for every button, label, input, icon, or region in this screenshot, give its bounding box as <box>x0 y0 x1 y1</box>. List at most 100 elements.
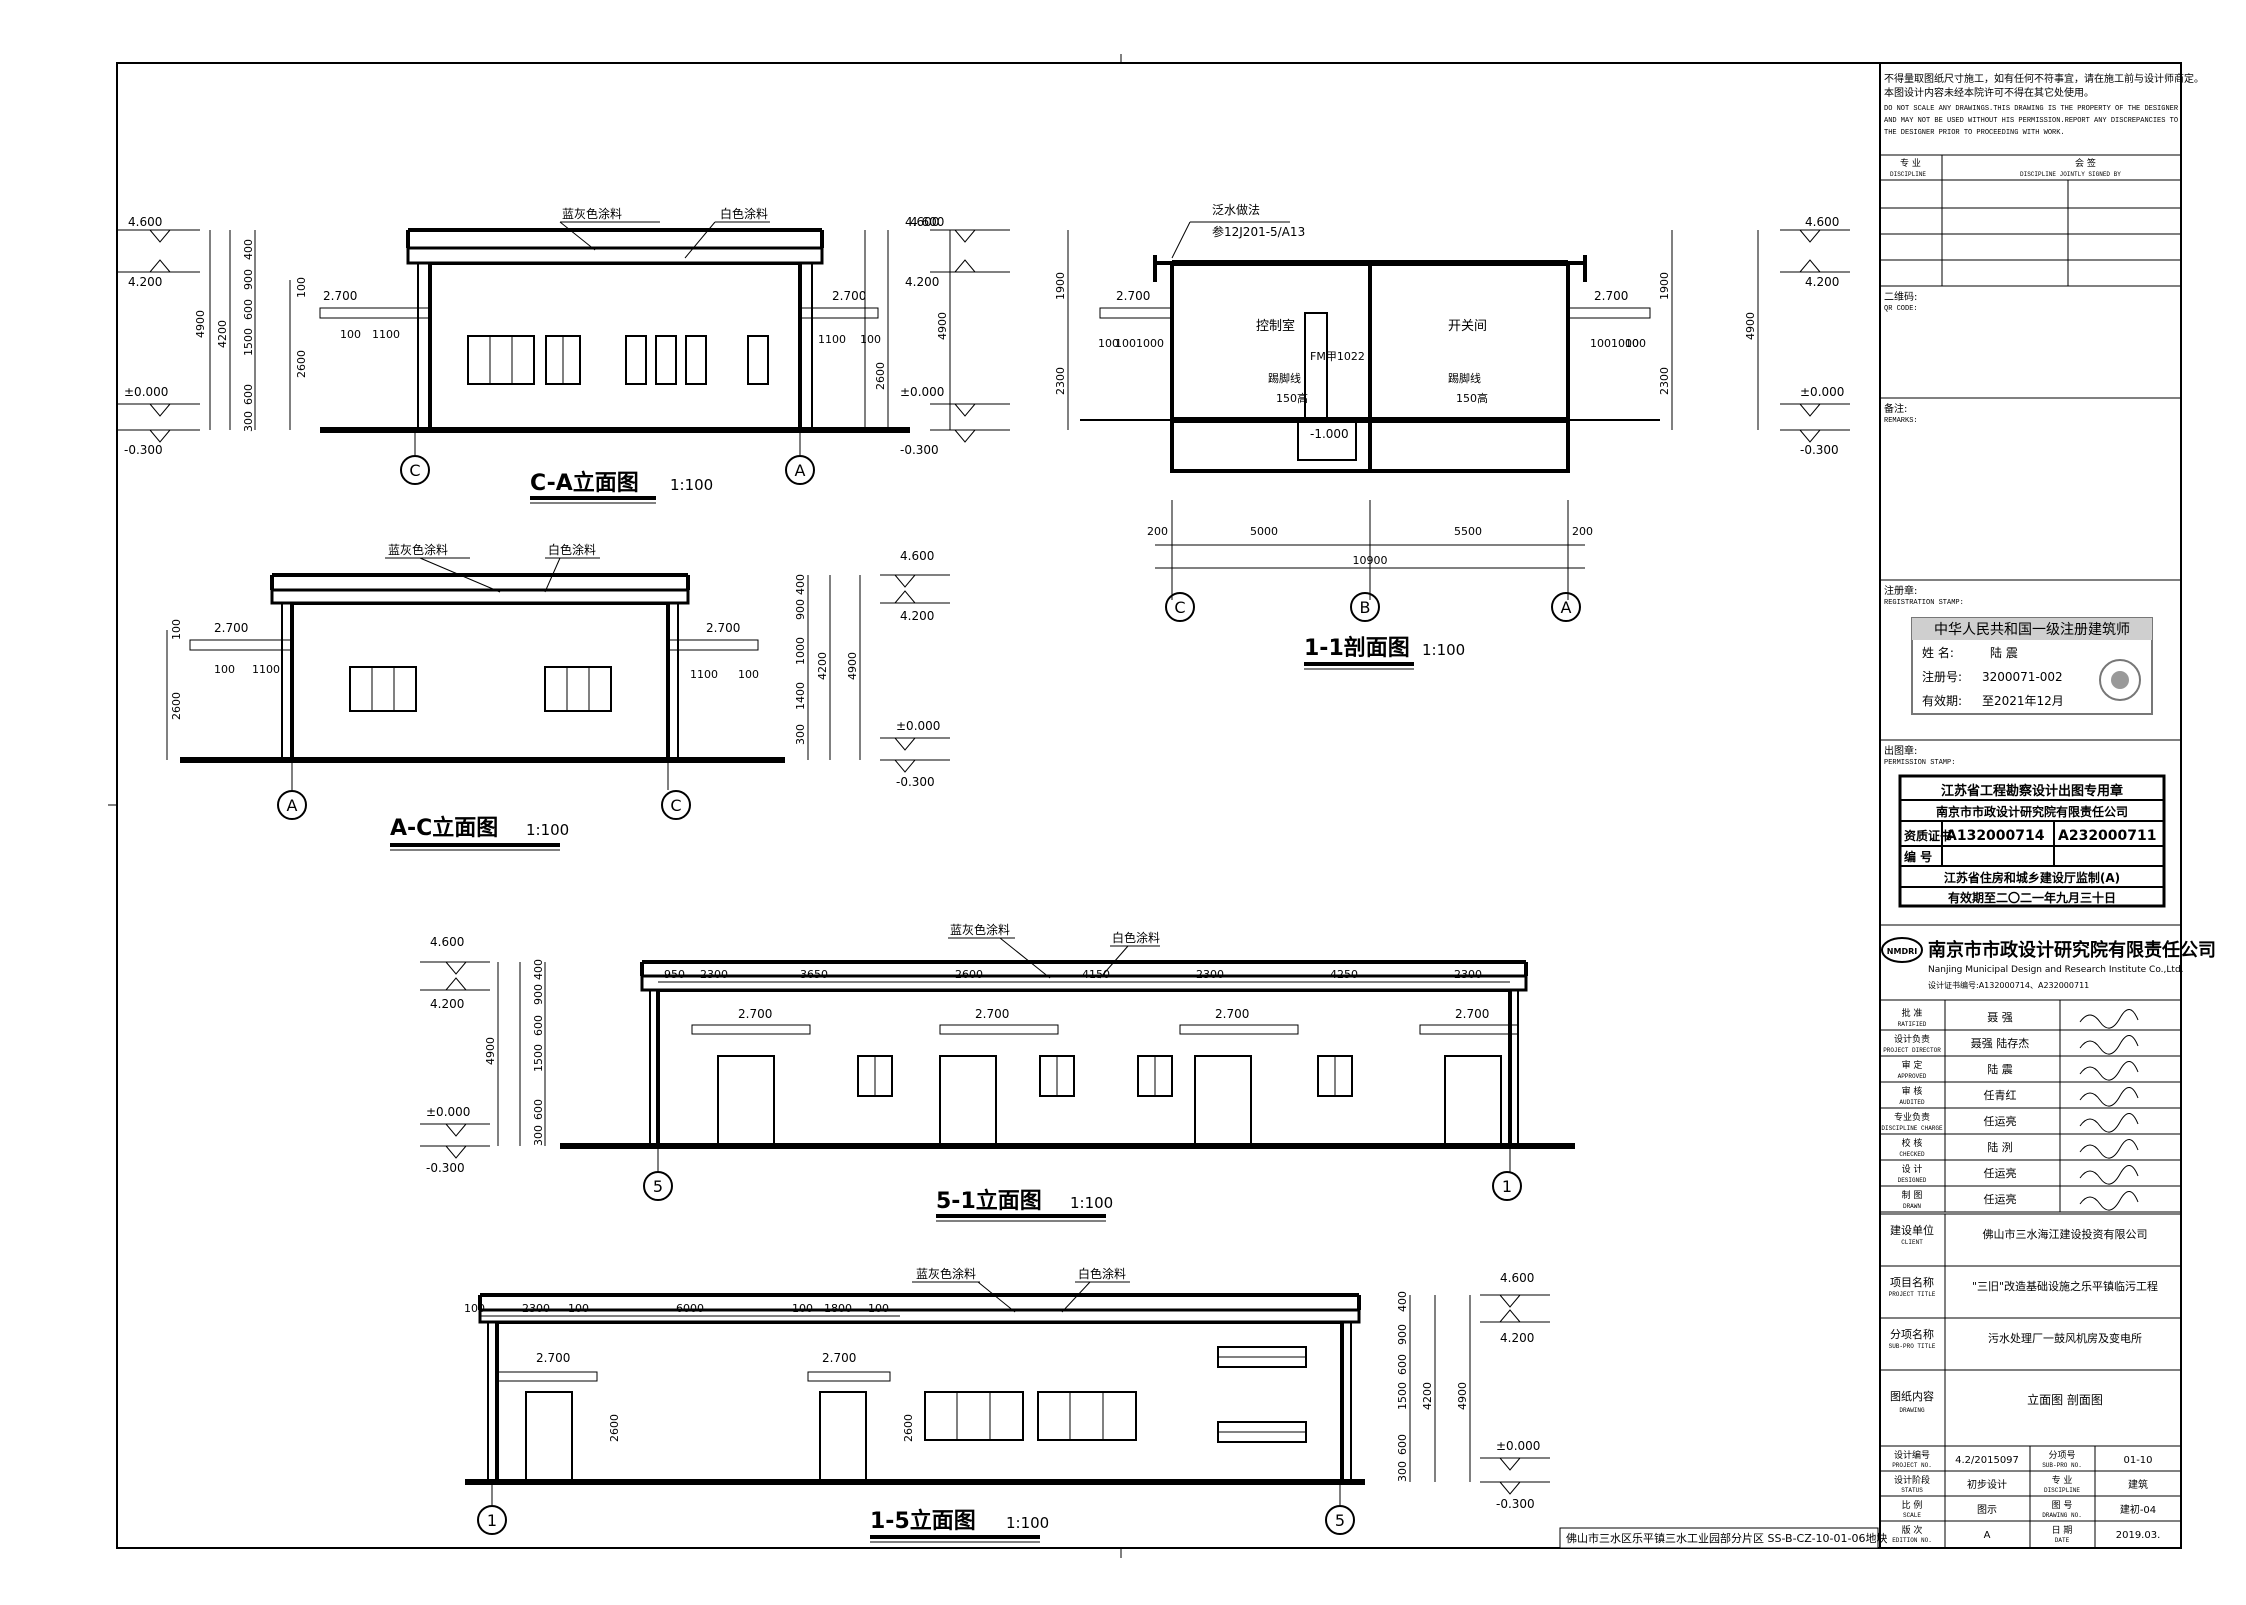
role-cn: 设计负责 <box>1894 1033 1930 1045</box>
svg-text:2.700: 2.700 <box>738 1007 772 1021</box>
role-en: APPROVED <box>1898 1073 1927 1080</box>
axis-bubble <box>1350 592 1380 622</box>
e51-axis-right: 1 <box>1502 1177 1512 1196</box>
svg-text:100: 100 <box>738 668 759 681</box>
axis-bubble <box>400 455 430 485</box>
svg-text:2300: 2300 <box>1658 367 1671 395</box>
svg-text:4.600: 4.600 <box>900 549 934 563</box>
permission-stamp: 江苏省工程勘察设计出图专用章 南京市市政设计研究院有限责任公司 资质证书 A13… <box>1898 774 2166 908</box>
svg-text:1001000: 1001000 <box>1115 337 1164 350</box>
footer-path: 佛山市三水区乐平镇三水工业园部分片区 SS-B-CZ-10-01-06地块 <box>1566 1531 1887 1545</box>
reg-no: 3200071-002 <box>1982 670 2063 684</box>
svg-text:2600: 2600 <box>295 350 308 378</box>
svg-text:±0.000: ±0.000 <box>426 1105 470 1119</box>
view-section-1-1: 控制室 开关间 FM甲1022 踢脚线 150高 踢脚线 150高 -1.000… <box>910 202 1850 670</box>
svg-text:4150: 4150 <box>1082 968 1110 981</box>
client-value: 佛山市三水海江建设投资有限公司 <box>1983 1227 2148 1241</box>
e51-material-blue: 蓝灰色涂料 <box>950 922 1010 937</box>
svg-text:400: 400 <box>794 574 807 595</box>
e51-canopies <box>691 1024 1519 1035</box>
svg-text:5000: 5000 <box>1250 525 1278 538</box>
scale: 图示 <box>1977 1504 1997 1516</box>
registration-en: REGISTRATION STAMP: <box>1884 599 1964 607</box>
ca-axis-right: A <box>795 461 806 480</box>
ca-scale: 1:100 <box>670 476 713 494</box>
remarks-en: REMARKS: <box>1884 417 1918 425</box>
svg-text:200: 200 <box>1147 525 1168 538</box>
role-name: 任运亮 <box>1984 1192 2017 1206</box>
svg-text:1500: 1500 <box>532 1044 545 1072</box>
ac-material-blue: 蓝灰色涂料 <box>388 542 448 557</box>
sub-no-en: SUB-PRO NO. <box>2042 1462 2082 1469</box>
svg-text:600: 600 <box>532 1099 545 1120</box>
ca-canopy-right: 2.700 <box>832 289 866 303</box>
axis-bubble <box>661 790 691 820</box>
drawing-no: 建初-04 <box>2120 1503 2156 1516</box>
perm-cert2: A232000711 <box>2058 828 2157 844</box>
svg-text:2600: 2600 <box>170 692 183 720</box>
signature-mark <box>2079 1061 2139 1081</box>
registration-cn: 注册章: <box>1884 584 1917 597</box>
section-scale: 1:100 <box>1422 641 1465 659</box>
svg-text:600: 600 <box>1396 1354 1409 1375</box>
svg-text:4900: 4900 <box>1456 1382 1469 1410</box>
svg-text:4.600: 4.600 <box>1500 1271 1534 1285</box>
svg-text:2.700: 2.700 <box>536 1351 570 1365</box>
client-en: CLIENT <box>1901 1239 1923 1246</box>
section-room2: 开关间 <box>1448 319 1487 334</box>
ac-title: A-C立面图 <box>390 815 498 841</box>
svg-text:100: 100 <box>1098 337 1119 350</box>
svg-text:4.600: 4.600 <box>430 935 464 949</box>
scale-en: SCALE <box>1903 1512 1921 1519</box>
e15-title: 1-5立面图 <box>870 1508 976 1534</box>
svg-text:100: 100 <box>860 333 881 346</box>
svg-text:4900: 4900 <box>1744 312 1757 340</box>
svg-text:6000: 6000 <box>676 1302 704 1315</box>
svg-text:400: 400 <box>532 959 545 980</box>
signature-mark <box>2079 1035 2139 1055</box>
svg-text:5500: 5500 <box>1454 525 1482 538</box>
e15-door <box>525 1391 573 1483</box>
svg-text:1500: 1500 <box>242 328 255 356</box>
svg-text:2.700: 2.700 <box>706 621 740 635</box>
e51-scale: 1:100 <box>1070 1194 1113 1212</box>
drawing-no-en: DRAWING NO. <box>2042 1512 2082 1519</box>
date-label: 日 期 <box>2052 1525 2073 1536</box>
signature-mark <box>2079 1087 2139 1107</box>
section-waterproof-ref: 参12J201-5/A13 <box>1212 224 1305 239</box>
perm-issuer: 江苏省住房和城乡建设厅监制(A) <box>1944 870 2120 885</box>
svg-text:4.200: 4.200 <box>1805 275 1839 289</box>
note-cn2: 本图设计内容未经本院许可不得在其它处使用。 <box>1884 86 2094 99</box>
svg-text:950: 950 <box>664 968 685 981</box>
edition: A <box>1984 1530 1991 1541</box>
role-name: 聂强 陆存杰 <box>1971 1036 2030 1050</box>
svg-text:4900: 4900 <box>484 1037 497 1065</box>
ca-material-blue: 蓝灰色涂料 <box>562 206 622 221</box>
project-en: PROJECT TITLE <box>1889 1291 1936 1298</box>
note-en1: DO NOT SCALE ANY DRAWINGS.THIS DRAWING I… <box>1884 105 2179 113</box>
svg-text:-0.300: -0.300 <box>426 1161 465 1175</box>
svg-text:1800: 1800 <box>824 1302 852 1315</box>
perm-cert1: A132000714 <box>1946 828 2045 844</box>
svg-text:400: 400 <box>1396 1291 1409 1312</box>
sub-no: 01-10 <box>2123 1455 2152 1466</box>
role-name: 任运亮 <box>1984 1114 2017 1128</box>
svg-text:100: 100 <box>464 1302 485 1315</box>
svg-text:±0.000: ±0.000 <box>1800 385 1844 399</box>
svg-text:100: 100 <box>1625 337 1646 350</box>
subproject-en: SUB-PRO TITLE <box>1889 1343 1936 1350</box>
role-cn: 批 准 <box>1902 1007 1923 1019</box>
axis-bubble <box>785 455 815 485</box>
svg-text:4900: 4900 <box>846 652 859 680</box>
svg-text:1100: 1100 <box>690 668 718 681</box>
view-5-1-elevation: 蓝灰色涂料 白色涂料 950 2300 3650 2600 4150 2300 … <box>420 922 1575 1222</box>
svg-text:2300: 2300 <box>522 1302 550 1315</box>
project-no-label: 设计编号 <box>1894 1449 1930 1461</box>
svg-text:3650: 3650 <box>800 968 828 981</box>
svg-text:1001000: 1001000 <box>1590 337 1639 350</box>
svg-text:2300: 2300 <box>700 968 728 981</box>
ac-axis-left: A <box>287 796 298 815</box>
svg-text:100: 100 <box>170 619 183 640</box>
e51-doors <box>717 1055 1502 1147</box>
